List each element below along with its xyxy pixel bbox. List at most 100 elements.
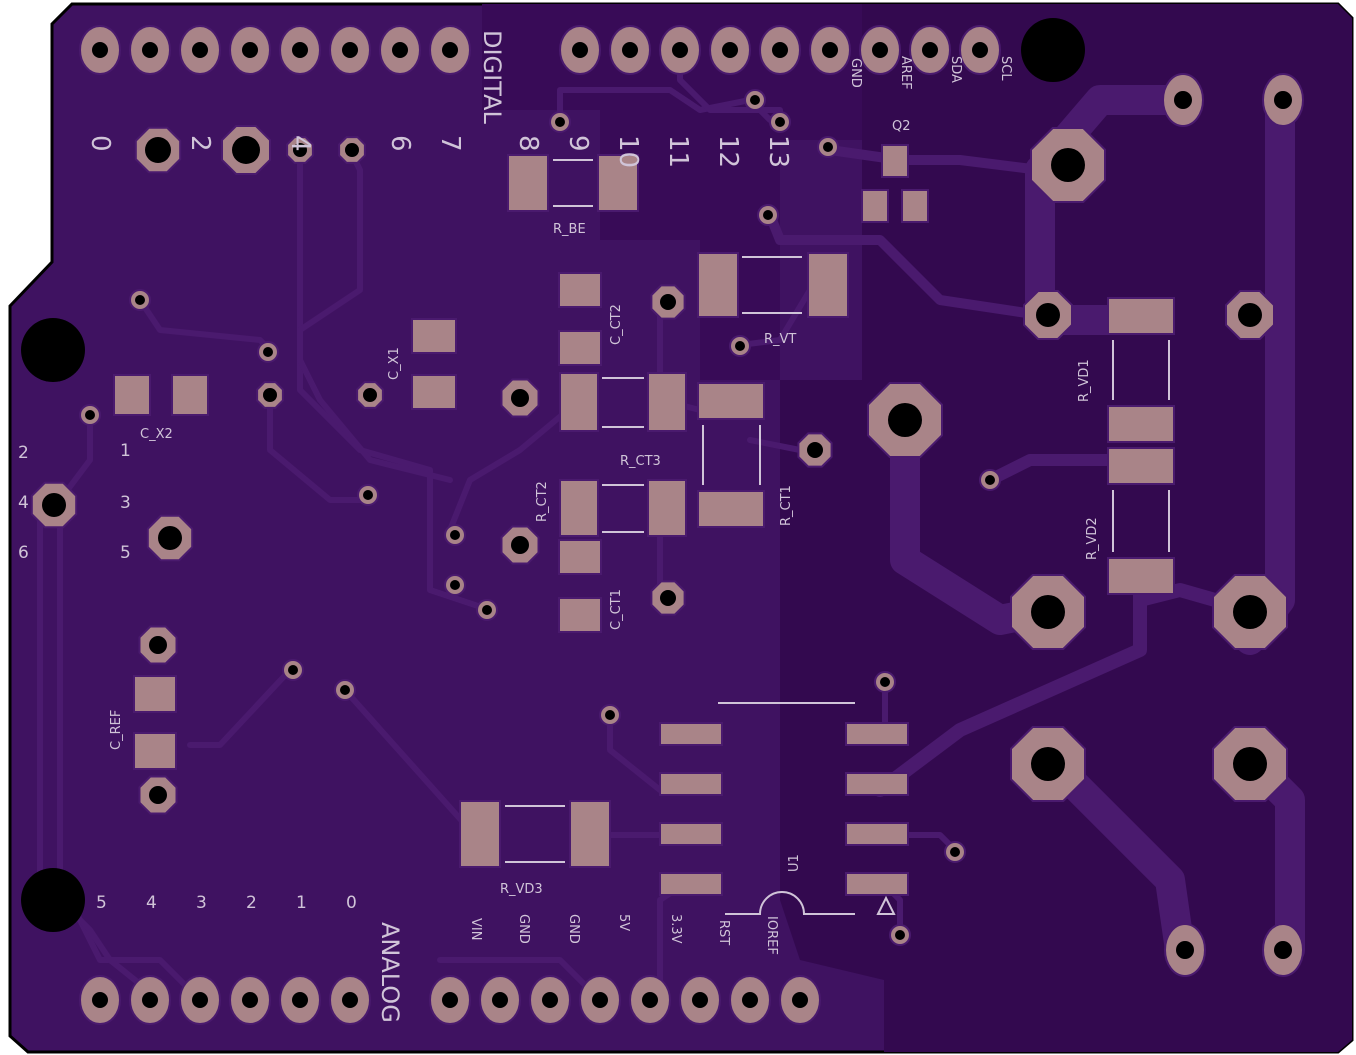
r-ct3-pad: [647, 372, 687, 432]
u1-pad: [659, 722, 723, 746]
icsp-label-5: 5: [120, 543, 131, 563]
mounting-hole: [1021, 18, 1085, 82]
pin-label-10: 10: [613, 135, 643, 168]
r-vd3-pad: [459, 800, 501, 868]
header-pin-drill: [342, 992, 358, 1008]
header-pin-drill: [622, 42, 638, 58]
r-ct2-pad: [559, 479, 599, 537]
c-ct1-pad: [558, 597, 602, 633]
r-vd1-pad: [1107, 405, 1175, 443]
r-be-pad: [597, 154, 639, 212]
icsp-label-1: 1: [120, 441, 131, 461]
c-x2-pad: [113, 374, 151, 416]
c-ref-label: C_REF: [109, 710, 124, 750]
pin-label-0: 0: [85, 135, 115, 152]
via-drill: [555, 117, 565, 127]
via-pad-drill: [345, 143, 359, 157]
header-pin-drill: [92, 992, 108, 1008]
ground-pour-top: [482, 4, 862, 380]
u1-pad: [845, 822, 909, 846]
via-drill: [985, 475, 995, 485]
digital-header-label: DIGITAL: [478, 30, 506, 124]
pin-label-scl: SCL: [998, 56, 1013, 81]
analog-pin-label-2: 2: [246, 893, 257, 913]
q2-pad: [881, 144, 909, 178]
via-drill: [363, 490, 373, 500]
icsp-label-6: 6: [18, 543, 29, 563]
pin-label-aref: AREF: [898, 56, 913, 90]
via-drill: [85, 410, 95, 420]
pin-label-gnd: GND: [566, 914, 581, 944]
header-pin-drill: [242, 992, 258, 1008]
pin-label-2: 2: [185, 135, 215, 152]
via-pad-drill: [660, 590, 676, 606]
pin-label-vin: VIN: [468, 918, 483, 940]
r-vd1-pad: [1107, 297, 1175, 335]
via-pad-drill: [660, 294, 676, 310]
c-x1-label: C_X1: [387, 347, 402, 380]
via-pad-drill: [149, 786, 167, 804]
via-drill: [735, 341, 745, 351]
header-pin-drill: [922, 42, 938, 58]
c-ref-pad: [133, 675, 177, 713]
pin-label-11: 11: [663, 135, 693, 168]
c-x2-label: C_X2: [140, 427, 173, 442]
terminal-pad-drill: [1176, 941, 1194, 959]
via-drill: [482, 605, 492, 615]
icsp-pad-drill: [158, 526, 182, 550]
header-pin-drill: [672, 42, 688, 58]
via-drill: [135, 295, 145, 305]
header-pin-drill: [772, 42, 788, 58]
terminal-pad-drill: [1031, 595, 1065, 629]
u1-pad: [845, 772, 909, 796]
r-vd2-label: R_VD2: [1085, 517, 1100, 560]
terminal-pad-drill: [1233, 595, 1267, 629]
header-pin-drill: [722, 42, 738, 58]
header-pin-drill: [822, 42, 838, 58]
r-ct2-pad: [647, 479, 687, 537]
pin-label-5v: 5V: [616, 914, 631, 931]
terminal-pad-drill: [1036, 303, 1060, 327]
header-pin-drill: [492, 992, 508, 1008]
c-ct1-label: C_CT1: [609, 589, 624, 630]
r-vd2-pad: [1107, 557, 1175, 595]
ground-pour-right: [780, 4, 1352, 1052]
smd-pads: [113, 144, 1175, 896]
pin-label-9: 9: [563, 135, 593, 152]
via-pad-drill: [511, 536, 529, 554]
q2-label: Q2: [892, 119, 911, 134]
analog-pin-label-0: 0: [346, 893, 357, 913]
terminal-pad-drill: [1031, 747, 1065, 781]
header-pin-drill: [142, 42, 158, 58]
via-drill: [605, 710, 615, 720]
analog-pin-label-1: 1: [296, 893, 307, 913]
c-ct2-label: C_CT2: [609, 304, 624, 345]
header-pin-drill: [572, 42, 588, 58]
pin-label-7: 7: [435, 135, 465, 152]
via-drill: [750, 95, 760, 105]
u1-pad: [845, 872, 909, 896]
pin-label-rst: RST: [716, 920, 731, 945]
pin-label-gnd: GND: [516, 914, 531, 944]
terminal-pad-drill: [888, 403, 922, 437]
header-pin-drill: [292, 42, 308, 58]
u1-pad: [659, 822, 723, 846]
r-ct3-label: R_CT3: [620, 454, 661, 469]
r-vt-label: R_VT: [764, 332, 796, 347]
silkscreen-outlines: [505, 159, 1170, 915]
q2-pad: [901, 189, 929, 223]
header-pin-drill: [642, 992, 658, 1008]
icsp-label-3: 3: [120, 493, 131, 513]
via-drill: [763, 210, 773, 220]
analog-pin-label-5: 5: [96, 893, 107, 913]
via-pad-drill: [511, 389, 529, 407]
r-vd3-pad: [569, 800, 611, 868]
via-pad-drill: [807, 442, 823, 458]
terminal-pad-drill: [1274, 91, 1292, 109]
mounting-hole: [21, 868, 85, 932]
via-pad-drill: [149, 636, 167, 654]
traces: [37, 47, 1305, 1003]
r-be-pad: [507, 154, 549, 212]
pin-label-4: 4: [285, 135, 315, 152]
